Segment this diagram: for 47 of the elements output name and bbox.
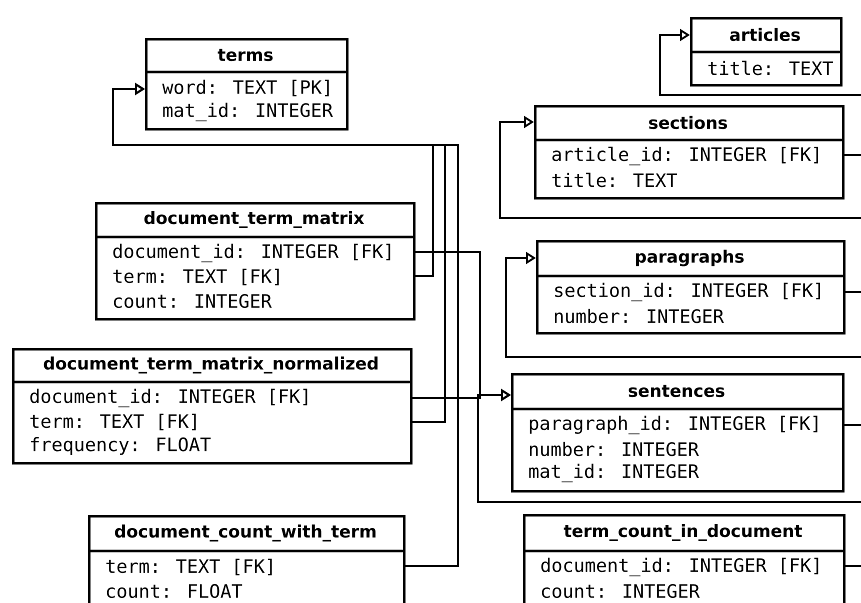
column-text: count: FLOAT [106, 584, 242, 598]
table-box [88, 515, 406, 603]
connector [659, 28, 861, 96]
connector [505, 252, 861, 358]
column-text: paragraph_id: INTEGER [FK] [530, 416, 818, 434]
column-text: title: TEXT [708, 60, 833, 76]
column-text: section_id: INTEGER [FK] [555, 282, 820, 302]
table-header: terms [218, 48, 273, 62]
connector [477, 388, 861, 503]
column-text: article_id: INTEGER [FK] [552, 146, 818, 166]
table-box [690, 17, 842, 86]
column-text: mat_id: INTEGER [529, 464, 699, 482]
column-text: word: TEXT [PK] [162, 80, 329, 96]
column-text: number: INTEGER [530, 442, 699, 456]
column-text: count: INTEGER [542, 584, 700, 598]
table-header: document_count_with_term [114, 524, 376, 542]
table-box [145, 38, 348, 130]
table-box [523, 514, 846, 603]
column-text: term: TEXT [FK] [113, 268, 279, 286]
table-box [12, 348, 412, 464]
column-text: document_id: INTEGER [FK] [541, 558, 818, 576]
table-header: paragraphs [636, 250, 744, 266]
connector [112, 82, 459, 567]
table-header: term_count_in_document [564, 524, 802, 541]
column-text: document_id: INTEGER [FK] [30, 388, 308, 408]
column-text: title: TEXT [552, 172, 677, 188]
table-box [95, 202, 416, 320]
column-text: term: TEXT [FK] [30, 414, 196, 430]
table-header: sections [649, 116, 727, 130]
column-text: mat_id: INTEGER [163, 102, 333, 122]
connector [846, 565, 861, 567]
column-text: frequency: FLOAT [30, 437, 211, 455]
column-text: term: TEXT [FK] [106, 558, 272, 576]
table-box [511, 373, 844, 492]
table-box [536, 240, 846, 334]
column-text: number: INTEGER [554, 308, 724, 324]
column-text: count: INTEGER [114, 294, 272, 308]
table-header: articles [730, 28, 800, 42]
connector [844, 424, 861, 426]
table-box [534, 105, 844, 200]
connector [846, 291, 861, 293]
table-header: document_term_matrix_normalized [44, 356, 378, 374]
column-text: document_id: INTEGER [FK] [113, 244, 390, 262]
connector [844, 154, 861, 156]
table-header: sentences [628, 384, 724, 398]
connector [499, 116, 861, 219]
table-header: document_term_matrix [144, 211, 364, 228]
